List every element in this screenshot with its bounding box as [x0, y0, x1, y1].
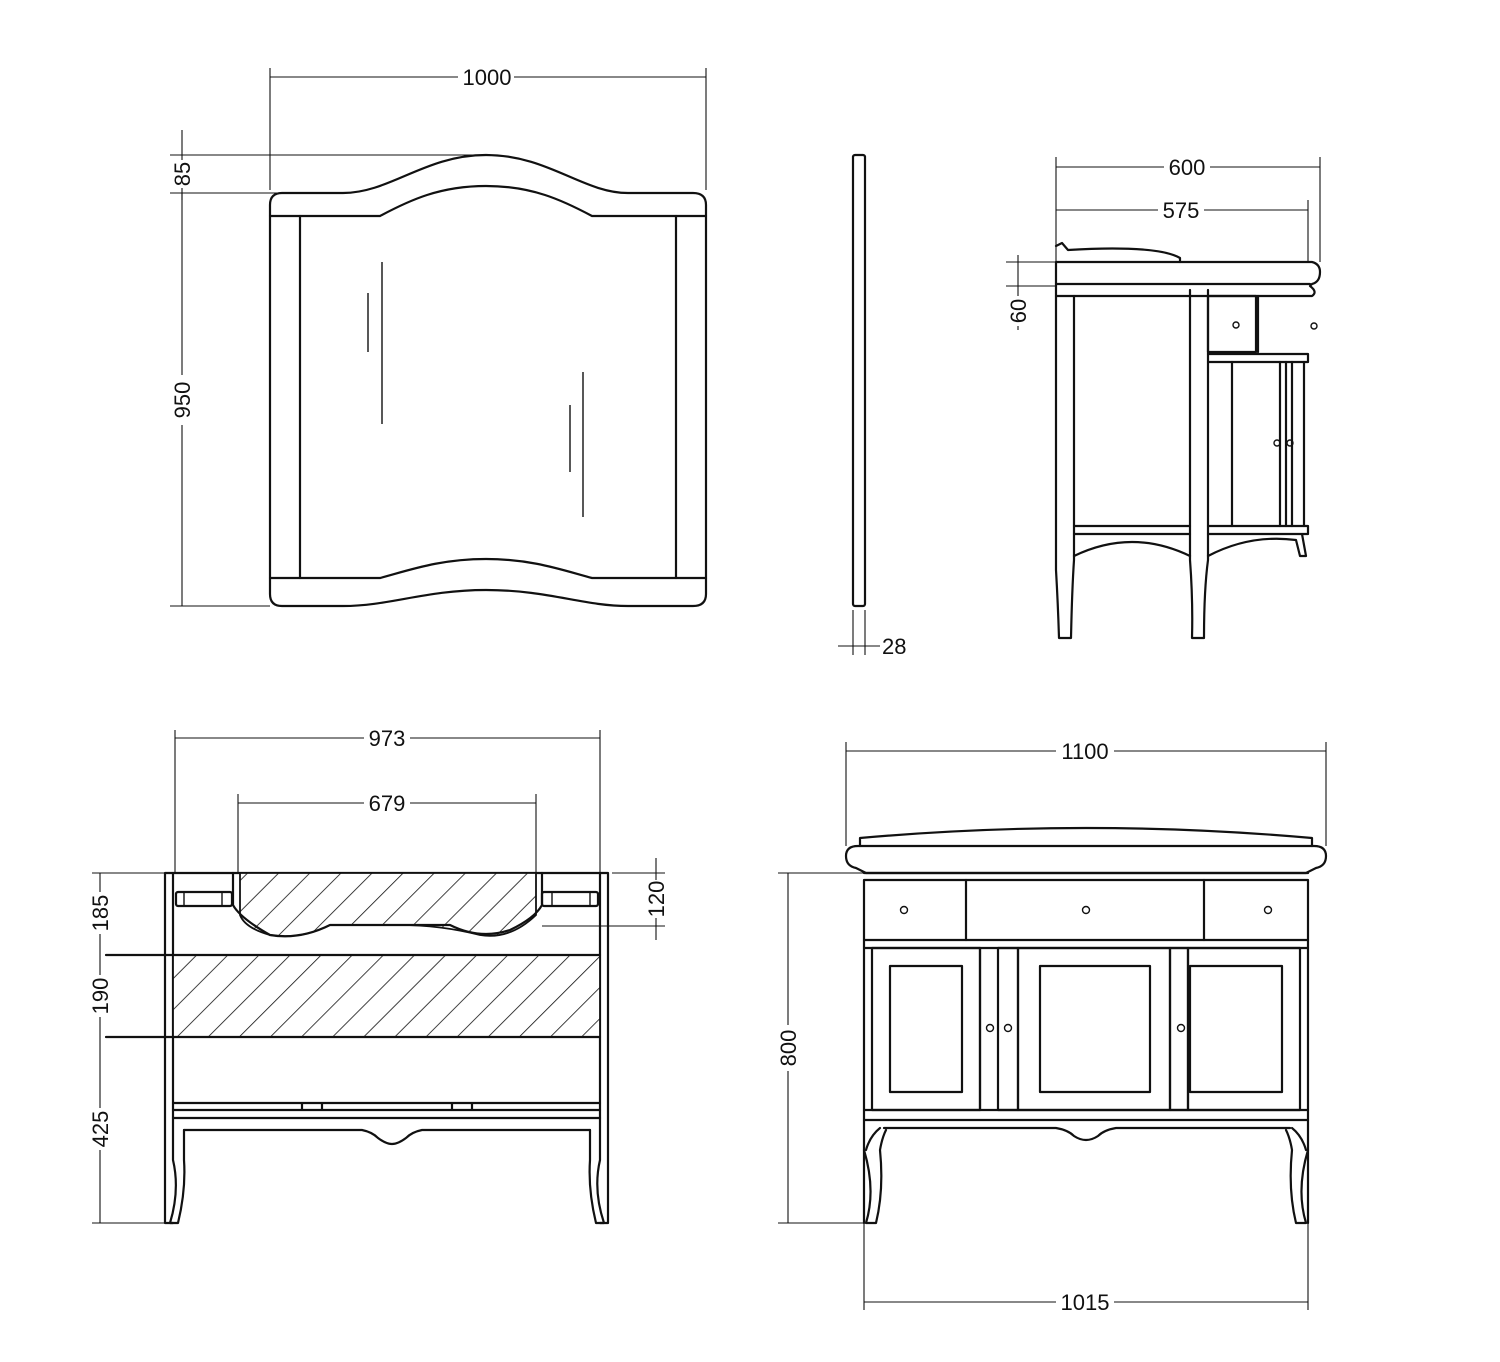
dim-mirror-height: 950 [168, 193, 270, 607]
side-front-bottom [1206, 524, 1310, 558]
vanity-section-view: 973 679 120 185 190 425 [86, 725, 670, 1225]
vanity-side-view: 600 575 60 [1004, 154, 1322, 640]
front-drawer-knob-center [1081, 905, 1091, 915]
front-door-left [870, 946, 982, 1112]
dim-front-body-width-label: 1015 [1061, 1290, 1110, 1315]
dim-side-body-depth: 575 [1056, 197, 1309, 262]
front-door-knob-3 [1176, 1023, 1186, 1033]
dim-mirror-depth-label: 28 [882, 634, 906, 659]
mirror-outline [268, 153, 708, 608]
vanity-front-view: 1100 800 1015 [774, 738, 1328, 1315]
dim-front-height: 800 [774, 872, 864, 1224]
front-countertop [844, 844, 1328, 875]
front-door-knob-1 [985, 1023, 995, 1033]
dim-side-top-thickness: 60 [1004, 255, 1056, 330]
mirror-bottom-rail [268, 557, 708, 580]
front-drawer-knob-right [1263, 905, 1273, 915]
dim-plan-width: 973 [174, 725, 601, 873]
side-front-knob [1310, 322, 1318, 330]
mirror-glare-marks [367, 262, 584, 517]
dim-mirror-depth: 28 [838, 610, 906, 659]
section-drawer-hatch [172, 954, 601, 1038]
side-bottom-rail [1072, 524, 1192, 558]
front-apron [864, 1126, 1308, 1152]
dim-zone-top-label: 185 [88, 895, 113, 932]
dim-zone-bottom-label: 425 [88, 1111, 113, 1148]
side-left-leg [1054, 294, 1076, 640]
front-left-leg [862, 1128, 888, 1225]
section-shelf [171, 1101, 602, 1120]
front-drawer-band [862, 878, 1310, 942]
dim-mirror-crest-label: 85 [170, 162, 195, 186]
side-shelf [1206, 352, 1310, 364]
mirror-front-view: 1000 85 950 [168, 64, 708, 608]
dim-zones: 185 190 425 [86, 872, 165, 1224]
mirror-side-view: 28 [838, 153, 906, 659]
side-drawer [1206, 294, 1258, 354]
side-drawer-knob [1232, 321, 1240, 329]
front-door-right [1186, 946, 1302, 1112]
dim-mirror-width-label: 1000 [463, 65, 512, 90]
side-door-knob-left [1273, 439, 1281, 447]
section-faucet-left [174, 890, 234, 908]
front-door-mid-stile [996, 946, 1020, 1112]
section-right-leg [588, 1116, 606, 1225]
dim-zone-middle-label: 190 [88, 978, 113, 1015]
side-mid-leg [1188, 288, 1210, 640]
section-left-leg [168, 1116, 186, 1225]
side-basin-rim [1054, 241, 1182, 264]
front-shelf-rail [862, 938, 1310, 1225]
front-basin-rim [858, 826, 1314, 848]
section-faucet-right [540, 890, 600, 908]
section-basin-hatch [239, 872, 537, 938]
dim-mirror-height-label: 950 [170, 382, 195, 419]
dim-basin-depth: 120 [542, 858, 670, 940]
dim-mirror-width: 1000 [269, 64, 707, 190]
section-basin-bowl [231, 871, 544, 938]
dim-front-top-width-label: 1100 [1061, 739, 1108, 764]
dim-basin-width-label: 679 [369, 791, 406, 816]
front-drawer-knob-left [899, 905, 909, 915]
mirror-top-rail [268, 184, 708, 218]
mirror-side-profile [851, 153, 867, 608]
side-countertop [1054, 260, 1322, 298]
dim-side-top-depth-label: 600 [1169, 155, 1206, 180]
dim-basin-width: 679 [237, 790, 537, 873]
dim-plan-width-label: 973 [369, 726, 406, 751]
dim-side-body-depth-label: 575 [1163, 198, 1200, 223]
front-door-knob-2 [1003, 1023, 1013, 1033]
front-bottom-shelf [862, 1108, 1310, 1122]
dim-front-body-width: 1015 [863, 1223, 1309, 1315]
side-door-knob-right [1286, 439, 1294, 447]
dim-mirror-crest: 85 [168, 130, 486, 200]
dim-side-top-depth: 600 [1055, 154, 1321, 262]
dim-front-height-label: 800 [776, 1030, 801, 1067]
dim-basin-depth-label: 120 [644, 881, 669, 918]
front-right-leg [1284, 1128, 1310, 1225]
dim-side-top-thickness-label: 60 [1006, 299, 1031, 323]
dim-front-top-width: 1100 [845, 738, 1327, 846]
section-apron [182, 1128, 592, 1146]
